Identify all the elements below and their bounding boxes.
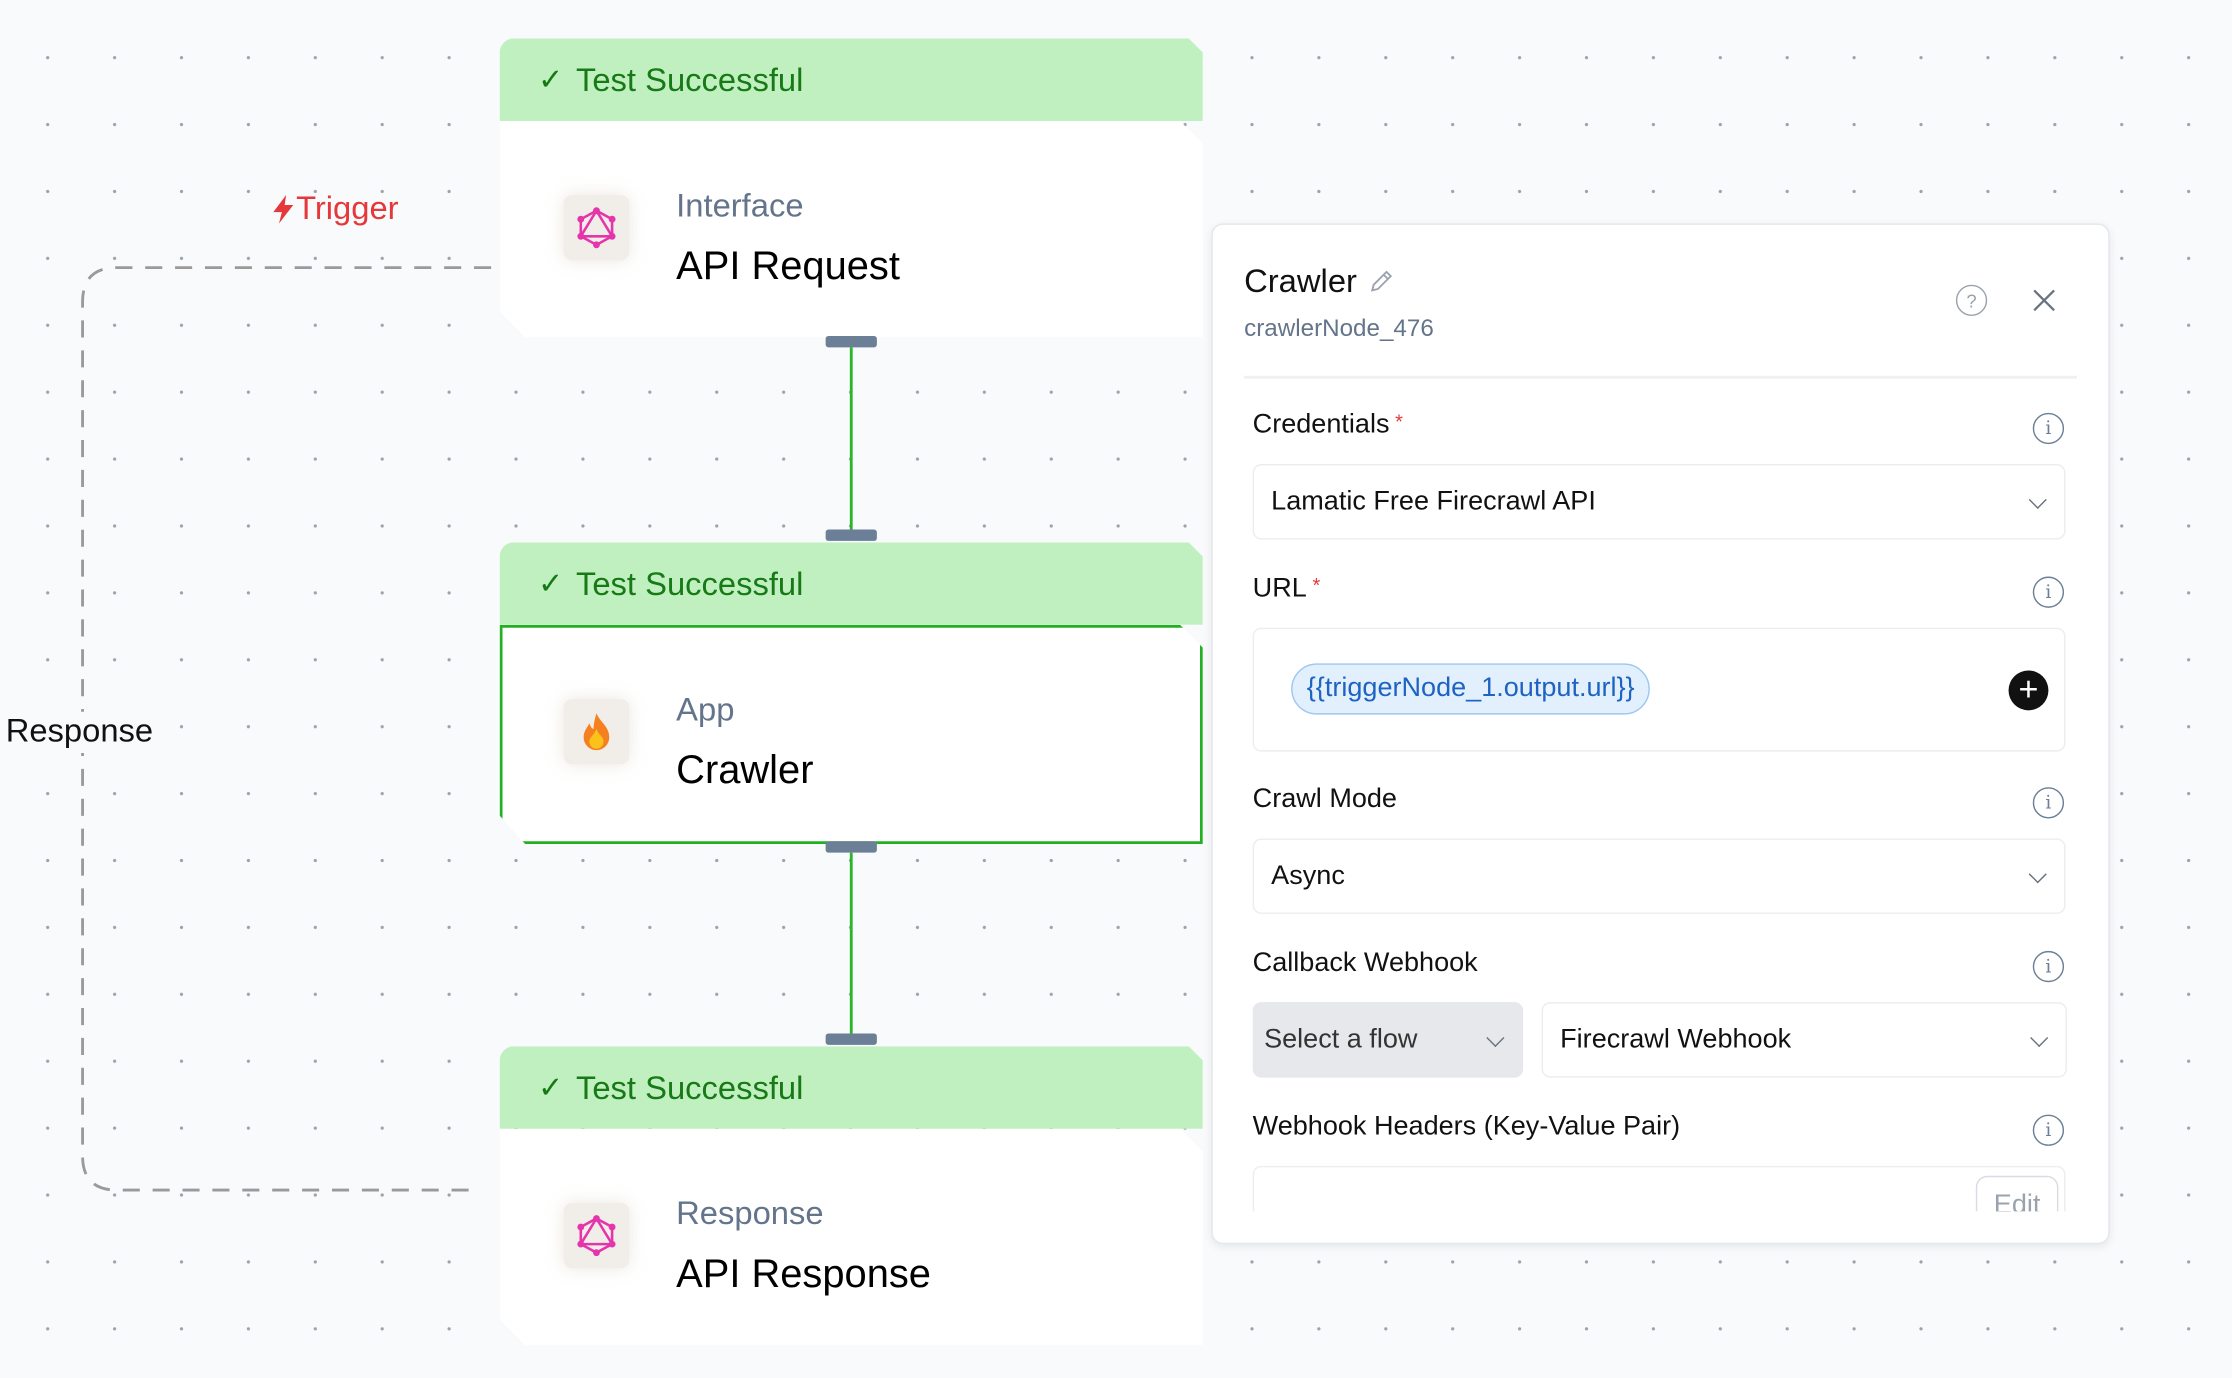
flow-select[interactable]: Select a flow <box>1252 1002 1524 1078</box>
node-kind: Response <box>676 1194 824 1232</box>
check-icon: ✓ <box>538 1071 564 1104</box>
divider <box>1244 375 2077 379</box>
status-banner: ✓ Test Successful <box>499 542 1203 625</box>
info-icon[interactable]: i <box>2032 412 2065 445</box>
required-marker: * <box>1395 409 1403 433</box>
graphql-icon <box>563 1202 630 1269</box>
node-name: API Response <box>676 1251 931 1296</box>
info-icon[interactable]: i <box>2032 1114 2065 1146</box>
chevron-down-icon <box>1486 1028 1505 1047</box>
status-banner: ✓ Test Successful <box>499 38 1203 121</box>
fire-icon <box>563 698 630 765</box>
output-handle[interactable] <box>825 841 877 853</box>
node-name: API Request <box>676 243 900 288</box>
webhook-headers-clip: Edit <box>1213 1165 2108 1212</box>
input-handle[interactable] <box>825 529 877 541</box>
url-label: URL* <box>1253 574 1321 605</box>
node-kind: App <box>676 690 735 728</box>
chevron-down-icon <box>2028 490 2047 509</box>
webhook-headers-editor[interactable]: Edit <box>1252 1165 2066 1212</box>
crawl-mode-label: Crawl Mode <box>1252 784 1397 815</box>
info-icon[interactable]: i <box>2032 787 2065 819</box>
select-value: Firecrawl Webhook <box>1560 1024 1792 1055</box>
select-value: Async <box>1271 860 1345 891</box>
chevron-down-icon <box>2030 1028 2049 1047</box>
edge[interactable] <box>849 852 853 1034</box>
node-kind: Interface <box>676 186 804 224</box>
select-value: Lamatic Free Firecrawl API <box>1271 486 1596 517</box>
callback-webhook-label: Callback Webhook <box>1252 948 1478 978</box>
node-config-panel: Crawler crawlerNode_476 ? Credentials* i… <box>1211 223 2110 1245</box>
webhook-select[interactable]: Firecrawl Webhook <box>1541 1002 2067 1078</box>
pencil-icon[interactable] <box>1368 268 1394 294</box>
trigger-text: Trigger <box>296 189 399 227</box>
input-handle[interactable] <box>825 1033 877 1045</box>
label-text: URL <box>1252 573 1307 604</box>
node-name: Crawler <box>676 747 814 792</box>
label-text: Credentials <box>1252 409 1390 440</box>
trigger-label: Trigger <box>270 189 399 227</box>
select-placeholder: Select a flow <box>1264 1024 1418 1055</box>
required-marker: * <box>1312 573 1321 597</box>
response-loop-edge[interactable] <box>0 0 512 1224</box>
crawl-mode-select[interactable]: Async <box>1252 838 2066 914</box>
graphql-icon <box>563 195 630 261</box>
status-banner: ✓ Test Successful <box>499 1046 1203 1129</box>
url-input[interactable]: {{triggerNode_1.output.url}} + <box>1252 627 2066 752</box>
info-icon[interactable]: i <box>2032 950 2065 983</box>
edge[interactable] <box>849 347 853 530</box>
status-text: Test Successful <box>575 564 804 602</box>
response-edge-label: Response <box>5 711 154 754</box>
check-icon: ✓ <box>538 567 564 601</box>
add-variable-button[interactable]: + <box>2008 670 2049 711</box>
webhook-headers-label: Webhook Headers (Key-Value Pair) <box>1252 1111 1681 1142</box>
check-icon: ✓ <box>538 63 564 97</box>
credentials-select[interactable]: Lamatic Free Firecrawl API <box>1252 464 2066 540</box>
node-crawler[interactable]: ✓ Test Successful App Crawler <box>499 542 1203 845</box>
close-icon[interactable] <box>2031 288 2057 314</box>
edit-button[interactable]: Edit <box>1975 1175 2059 1212</box>
lightning-icon <box>273 194 294 223</box>
status-text: Test Successful <box>575 1068 804 1106</box>
info-icon[interactable]: i <box>2032 576 2065 608</box>
status-text: Test Successful <box>575 60 804 98</box>
panel-title-text: Crawler <box>1244 261 1357 299</box>
chevron-down-icon <box>2028 864 2047 883</box>
node-api-response[interactable]: ✓ Test Successful Response API Response <box>499 1046 1203 1346</box>
node-api-request[interactable]: ✓ Test Successful Interface API Request <box>499 38 1203 338</box>
node-id: crawlerNode_476 <box>1244 314 1434 342</box>
credentials-label: Credentials* <box>1253 410 1403 441</box>
panel-title: Crawler <box>1244 262 1394 300</box>
variable-chip[interactable]: {{triggerNode_1.output.url}} <box>1291 663 1651 715</box>
help-icon[interactable]: ? <box>1955 284 1988 317</box>
output-handle[interactable] <box>825 335 877 348</box>
